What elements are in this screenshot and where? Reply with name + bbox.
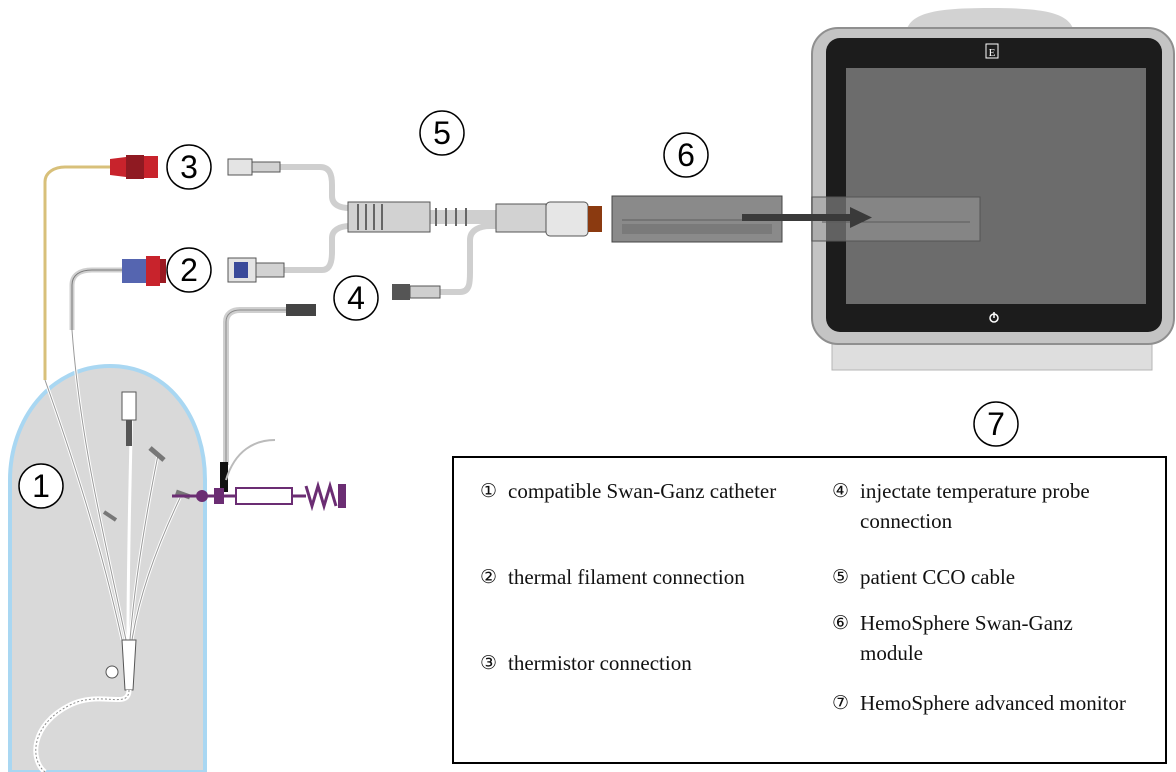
callout-2: 2 <box>166 247 212 293</box>
svg-text:5: 5 <box>433 115 451 151</box>
legend-box: ① compatible Swan-Ganz catheter ② therma… <box>452 456 1167 764</box>
svg-text:4: 4 <box>347 280 365 316</box>
patient-cco-cable <box>227 158 602 300</box>
svg-text:2: 2 <box>180 252 198 288</box>
legend-text: compatible Swan-Ganz catheter <box>508 479 777 503</box>
svg-text:7: 7 <box>987 406 1005 442</box>
legend-item-2: ② thermal filament connection <box>480 562 780 592</box>
legend-symbol: ⑦ <box>832 692 850 714</box>
svg-text:3: 3 <box>180 149 198 185</box>
callout-1: 1 <box>18 463 64 509</box>
filament-connector <box>122 256 166 286</box>
callout-3: 3 <box>166 144 212 190</box>
catheter-background <box>8 363 207 772</box>
legend-text: HemoSphere Swan-Ganz module <box>860 611 1073 665</box>
filament-line <box>69 256 166 330</box>
callout-6: 6 <box>663 132 709 178</box>
filament-cable-end <box>227 257 285 283</box>
thermistor-cable-end <box>227 158 281 176</box>
legend-text: thermal filament connection <box>508 565 745 589</box>
cable-junction <box>347 201 431 233</box>
module-cable-plug <box>495 201 602 237</box>
thermistor-connector <box>110 155 158 179</box>
catheter-hub <box>121 391 137 421</box>
legend-text: injectate temperature probe connection <box>860 479 1090 533</box>
thermistor-line <box>43 155 158 380</box>
syringe <box>172 439 346 512</box>
probe-holder <box>220 462 228 492</box>
legend-item-1: ① compatible Swan-Ganz catheter <box>480 476 780 506</box>
legend-symbol: ③ <box>480 652 498 674</box>
legend-symbol: ⑥ <box>832 612 850 634</box>
legend-text: thermistor connection <box>508 651 692 675</box>
injectate-line <box>220 304 316 492</box>
legend-symbol: ② <box>480 566 498 588</box>
legend-item-7: ⑦ HemoSphere advanced monitor <box>832 688 1132 718</box>
legend-item-3: ③ thermistor connection <box>480 648 780 678</box>
balloon <box>105 665 119 679</box>
svg-text:1: 1 <box>32 468 50 504</box>
legend-item-5: ⑤ patient CCO cable <box>832 562 1132 592</box>
callout-5: 5 <box>419 110 465 156</box>
callout-4: 4 <box>333 275 379 321</box>
hemosphere-monitor: E <box>811 8 1175 371</box>
power-icon[interactable] <box>989 312 999 323</box>
legend-symbol: ⑤ <box>832 566 850 588</box>
legend-symbol: ① <box>480 480 498 502</box>
monitor-screen <box>846 68 1146 304</box>
legend-item-6: ⑥ HemoSphere Swan-Ganz module <box>832 608 1132 668</box>
catheter-region <box>8 329 207 772</box>
monitor-logo: E <box>989 47 996 59</box>
legend-item-4: ④ injectate temperature probe connection <box>832 476 1132 536</box>
legend-text: patient CCO cable <box>860 565 1016 589</box>
callout-7: 7 <box>973 401 1019 447</box>
insertion-arrow <box>742 207 872 228</box>
injectate-probe-connector <box>392 284 441 300</box>
catheter-taper <box>121 639 137 691</box>
legend-symbol: ④ <box>832 480 850 502</box>
legend-text: HemoSphere advanced monitor <box>860 691 1126 715</box>
svg-text:6: 6 <box>677 137 695 173</box>
